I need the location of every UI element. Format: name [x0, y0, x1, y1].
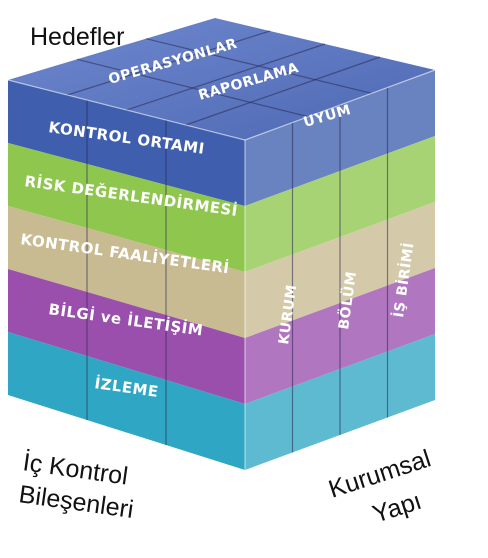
cube-front-face — [8, 80, 245, 470]
cube-top-side-edge — [244, 69, 436, 141]
top-column-divider — [126, 43, 326, 111]
objectives-label: Hedefler — [30, 23, 125, 51]
structure-label-line2: Yapı — [369, 487, 425, 529]
cube-grid-lines — [7, 30, 436, 470]
front-band-2 — [8, 143, 245, 272]
side-label-fonksiyon: FONKSİYON — [450, 218, 480, 317]
top-column-divider — [185, 56, 381, 126]
front-band-3 — [8, 206, 245, 338]
top-column-divider — [67, 30, 271, 96]
front-band-5 — [8, 332, 245, 470]
cube-top-front-edge — [7, 79, 246, 141]
front-band-1 — [8, 80, 245, 206]
front-band-4 — [8, 269, 245, 404]
